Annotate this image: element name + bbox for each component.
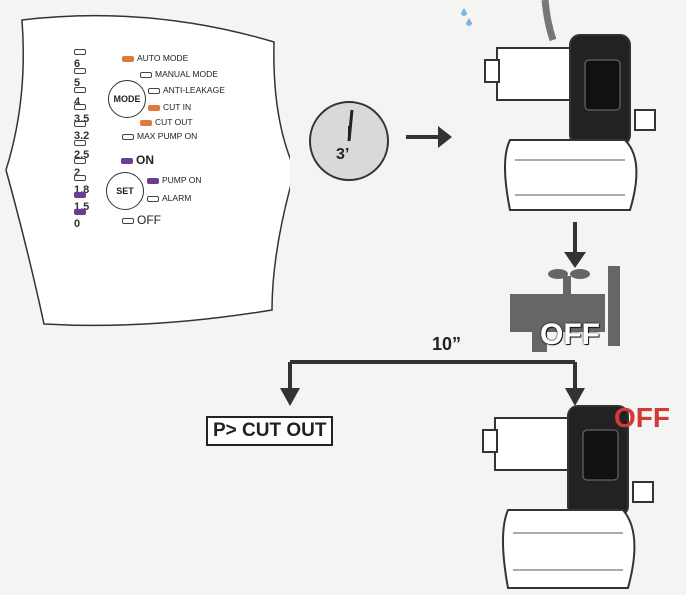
- valve-icon: [510, 266, 620, 352]
- led-icon: [74, 192, 86, 199]
- led-icon: [74, 175, 86, 182]
- led-icon: [74, 121, 86, 128]
- indicator-off: OFF: [122, 213, 161, 227]
- control-panel-outline: [5, 14, 290, 327]
- indicator-anti-leakage: ANTI-LEAKAGE: [148, 85, 225, 95]
- valve-off-label: OFF: [540, 318, 600, 351]
- pressure-0: 0: [74, 206, 89, 230]
- timer-label: 3’: [336, 146, 350, 163]
- indicator-alarm: ALARM: [147, 193, 191, 203]
- indicator-cut-out: CUT OUT: [140, 117, 193, 127]
- led-icon: [140, 119, 152, 126]
- led-icon: [74, 68, 86, 75]
- pressure-2: 2: [74, 155, 89, 179]
- led-icon: [122, 133, 134, 140]
- pressure-4: 4: [74, 84, 89, 108]
- cut-out-display: P> CUT OUT: [206, 416, 334, 446]
- led-icon: [148, 87, 160, 94]
- led-icon: [74, 209, 86, 216]
- indicator-auto-mode: AUTO MODE: [122, 53, 188, 63]
- led-icon: [122, 55, 134, 62]
- led-icon: [147, 177, 159, 184]
- pump-top-icon: [461, 0, 656, 211]
- led-icon: [148, 104, 160, 111]
- indicator-cut-in: CUT IN: [148, 102, 191, 112]
- led-icon: [74, 140, 86, 147]
- led-icon: [147, 195, 159, 202]
- pump-off-label: OFF: [614, 402, 670, 433]
- led-icon: [74, 49, 86, 56]
- led-icon: [74, 158, 86, 165]
- pump-bottom-icon: [482, 405, 654, 589]
- indicator-pump-on: PUMP ON: [147, 175, 202, 185]
- led-icon: [74, 104, 86, 111]
- indicator-manual-mode: MANUAL MODE: [140, 69, 218, 79]
- set-button[interactable]: SET: [106, 172, 144, 210]
- pressure-2-5: 2.5: [74, 137, 89, 161]
- down-arrow-icon: [564, 222, 586, 268]
- split-arrows: [280, 360, 585, 406]
- indicator-on: ON: [121, 153, 154, 167]
- led-icon: [121, 157, 133, 164]
- led-icon: [140, 71, 152, 78]
- pressure-5: 5: [74, 65, 89, 89]
- led-icon: [122, 217, 134, 224]
- timer-clock-icon: [309, 101, 389, 181]
- indicator-max-pump-on: MAX PUMP ON: [122, 131, 197, 141]
- led-icon: [74, 87, 86, 94]
- right-arrow-icon: [406, 126, 452, 148]
- pressure-3-2: 3.2: [74, 118, 89, 142]
- pressure-6: 6: [74, 46, 89, 70]
- mode-button[interactable]: MODE: [108, 80, 146, 118]
- delay-label: 10”: [432, 334, 462, 354]
